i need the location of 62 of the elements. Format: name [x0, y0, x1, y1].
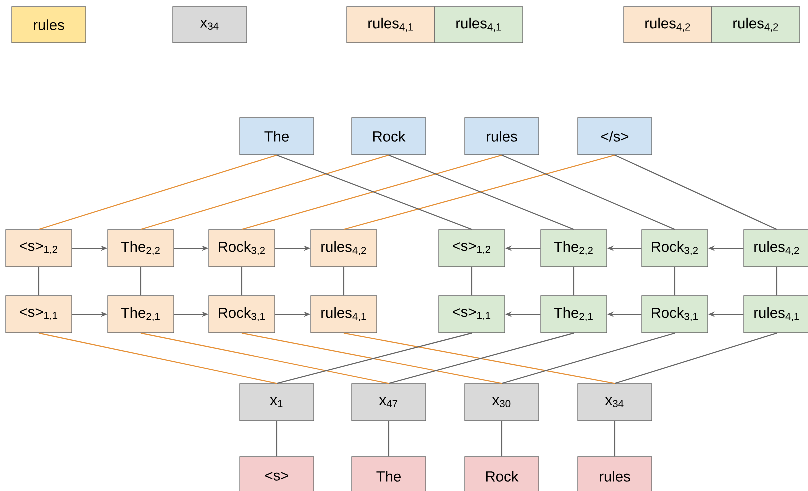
word-box: The: [352, 456, 426, 491]
connector-line: [241, 267, 243, 296]
connector-line: [344, 154, 616, 230]
word-box: <s>: [240, 456, 314, 491]
word-box: rules: [578, 456, 652, 491]
word-box: rules$_{4,2}$: [712, 6, 800, 44]
word-box: rules$_{4,2}$: [624, 6, 712, 44]
word-box: The$_{2,1}$: [540, 296, 608, 334]
word-box: rules: [12, 6, 86, 44]
word-box: Rock$_{3,2}$: [208, 230, 276, 268]
connector-line: [343, 267, 345, 296]
connector-line: [344, 332, 616, 384]
connector-line: [276, 154, 472, 230]
word-box: x$_{47}$: [352, 384, 426, 422]
connector-line: [674, 267, 676, 296]
word-box: rules$_{4,2}$: [310, 230, 378, 268]
word-box: rules: [464, 118, 540, 156]
word-box: Rock$_{3,1}$: [642, 296, 708, 334]
connector-line: [140, 154, 390, 230]
word-box: x$_{34}$: [172, 6, 248, 44]
word-box: The: [240, 118, 314, 156]
connector-line: [242, 332, 502, 384]
connector-line: [38, 154, 278, 230]
word-box: Rock$_{3,1}$: [208, 296, 276, 334]
connector-line: [38, 267, 40, 296]
connector-line: [242, 154, 502, 230]
word-box: rules$_{4,2}$: [744, 230, 808, 268]
word-box: x$_{1}$: [240, 384, 314, 422]
word-box: Rock: [352, 118, 426, 156]
connector-line: [502, 154, 676, 230]
connector-line: [502, 332, 676, 384]
word-box: Rock$_{3,2}$: [642, 230, 708, 268]
connector-line: [776, 267, 778, 296]
word-box: <s>$_{1,2}$: [6, 230, 72, 268]
connector-line: [38, 332, 278, 384]
word-box: <s>$_{1,2}$: [438, 230, 506, 268]
word-box: <s>$_{1,1}$: [6, 296, 72, 334]
word-box: <s>$_{1,1}$: [438, 296, 506, 334]
word-box: The$_{2,2}$: [108, 230, 174, 268]
connector-line: [140, 332, 390, 384]
word-box: rules$_{4,1}$: [434, 6, 524, 44]
connector-line: [276, 332, 472, 384]
connector-line: [573, 267, 575, 296]
connector-line: [388, 154, 574, 230]
connector-line: [501, 421, 503, 457]
connector-line: [614, 154, 778, 230]
connector-line: [388, 332, 574, 384]
connector-line: [614, 332, 778, 384]
word-box: rules$_{4,1}$: [310, 296, 378, 334]
word-box: rules$_{4,1}$: [346, 6, 436, 44]
connector-line: [614, 421, 616, 457]
connector-line: [471, 267, 473, 296]
word-box: rules$_{4,1}$: [744, 296, 808, 334]
word-box: x$_{30}$: [464, 384, 540, 422]
word-box: Rock: [464, 456, 540, 491]
connector-line: [140, 267, 142, 296]
word-box: The$_{2,2}$: [540, 230, 608, 268]
connector-line: [388, 421, 390, 457]
word-box: x$_{34}$: [578, 384, 652, 422]
word-box: </s>: [578, 118, 652, 156]
word-box: The$_{2,1}$: [108, 296, 174, 334]
connector-line: [276, 421, 278, 457]
